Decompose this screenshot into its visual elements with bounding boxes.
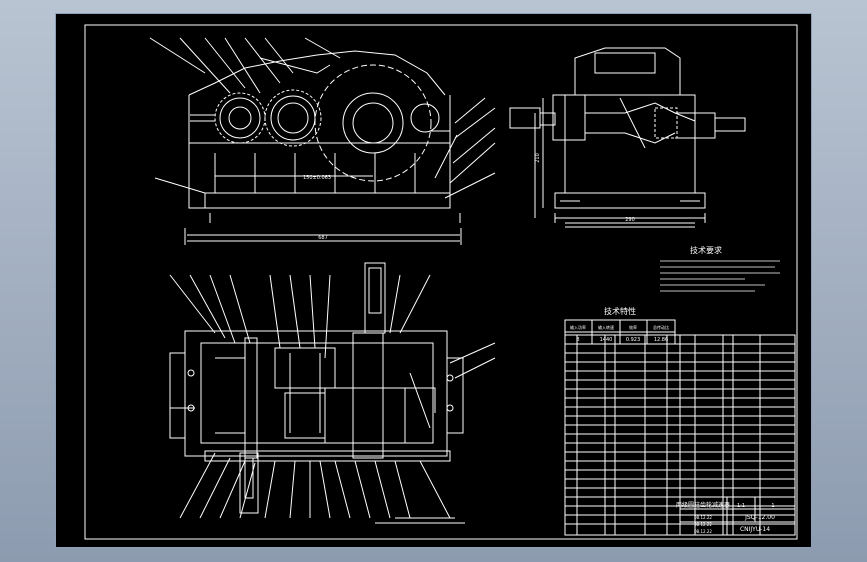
title-block — [679, 496, 796, 536]
title-date-2: 08.12.22 — [694, 522, 712, 527]
tc-value-power: 8 — [576, 337, 579, 343]
tc-header-efficiency: 效率 — [629, 324, 637, 330]
front-view — [149, 37, 462, 245]
sheet-border — [55, 13, 812, 548]
dim-side-width: 290 — [625, 217, 635, 223]
title-date-3: 08.12.22 — [694, 529, 712, 534]
plan-view — [169, 262, 464, 514]
title-code: CNIJYU-14 — [740, 526, 770, 533]
title-scale: 1:1 — [737, 503, 745, 509]
dim-height: 210 — [535, 153, 541, 163]
tc-header-power: 输入功率 — [570, 324, 586, 330]
drawing-sheet: 技术要求 技术特性 输入功率 输入转速 效率 总传动比 8 1440 0.923… — [55, 13, 812, 548]
dim-center-distance: 150±0.063 — [303, 175, 331, 181]
tc-header-speed: 输入转速 — [598, 324, 614, 330]
tc-header-ratio: 总传动比 — [653, 324, 669, 330]
tech-req-heading: 技术要求 — [690, 245, 722, 255]
title-sheets: 1 — [771, 503, 774, 509]
title-drawing-no: JSQ-12.00 — [744, 514, 775, 521]
tc-value-speed: 1440 — [600, 337, 613, 343]
drawing-frame — [84, 24, 798, 540]
dim-width: 687 — [318, 235, 328, 241]
tech-char-heading: 技术特性 — [604, 306, 636, 316]
title-name: 两级圆柱齿轮减速器 — [676, 501, 730, 509]
tech-req-text — [660, 260, 780, 292]
side-view — [509, 47, 746, 228]
tc-value-efficiency: 0.923 — [626, 337, 640, 343]
tc-value-ratio: 12.86 — [654, 337, 668, 343]
title-date-1: 08.12.22 — [694, 515, 712, 520]
assembly-drawing: 技术要求 技术特性 输入功率 输入转速 效率 总传动比 8 1440 0.923… — [55, 13, 812, 548]
